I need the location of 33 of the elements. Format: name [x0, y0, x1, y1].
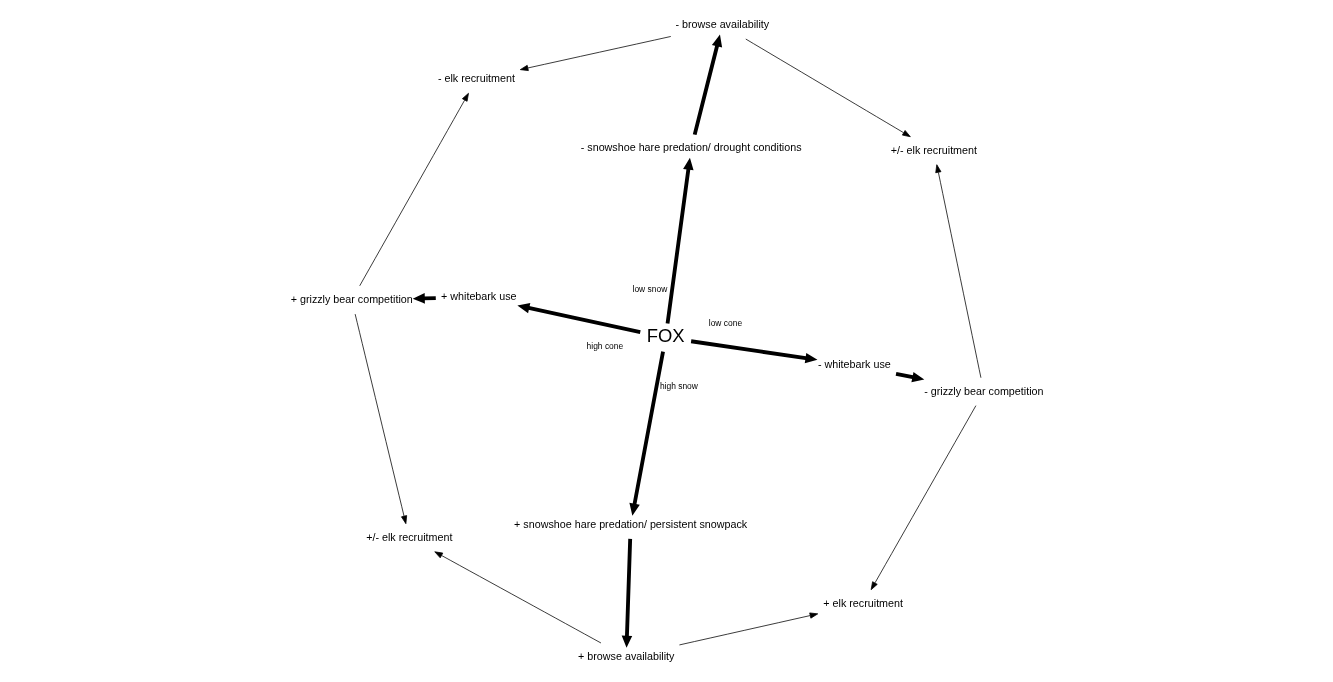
edge-label: high snow — [659, 380, 698, 391]
arrow — [692, 34, 722, 136]
edge-label: low cone — [708, 318, 742, 329]
arrow — [621, 538, 632, 648]
arrow — [354, 313, 407, 525]
arrow — [519, 36, 671, 71]
arrow — [678, 612, 818, 646]
arrow — [412, 293, 436, 304]
node-text: +/- elk recruitment — [365, 530, 452, 543]
node-text: - elk recruitment — [437, 72, 515, 85]
arrow — [744, 38, 911, 138]
node-text: + browse availability — [577, 649, 674, 662]
node-text: + snowshoe hare predation/ persistent snowpack — [513, 517, 747, 530]
node-text: + whitebark use — [440, 290, 517, 303]
node-text: - whitebark use — [817, 358, 891, 371]
arrow — [433, 551, 601, 644]
arrow — [934, 164, 981, 379]
arrow — [665, 157, 694, 324]
node-text: - snowshoe hare predation/ drought conditions — [580, 141, 802, 154]
arrow — [358, 92, 469, 287]
edge-label: low snow — [632, 283, 667, 294]
arrow — [516, 302, 641, 334]
edge-label: high cone — [586, 341, 623, 352]
node-text: +/- elk recruitment — [890, 143, 977, 156]
node-text: + grizzly bear competition — [290, 292, 413, 305]
node-text: - browse availability — [675, 17, 769, 30]
node-text: + elk recruitment — [822, 596, 903, 609]
arrow — [895, 371, 924, 383]
node-text: FOX — [646, 325, 685, 347]
arrow — [628, 351, 665, 516]
node-text: - grizzly bear competition — [923, 384, 1043, 397]
arrow — [690, 339, 817, 364]
arrow — [870, 405, 976, 591]
